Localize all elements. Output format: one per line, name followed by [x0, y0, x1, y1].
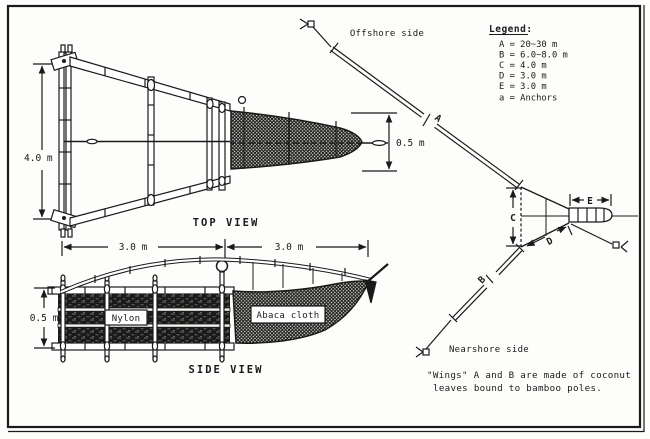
- float-circle: [215, 259, 229, 273]
- side-view-height-dimension: [34, 287, 55, 349]
- wings-note: "Wings" A and B are made of coconut leav…: [427, 370, 631, 394]
- d-dim-label: D: [545, 235, 555, 248]
- net-rings: [243, 107, 337, 169]
- side-view-rear-dim-label: 3.0 m: [275, 242, 304, 253]
- abaca-label: Abaca cloth: [257, 311, 320, 321]
- note-line-1: "Wings" A and B are made of coconut: [427, 370, 631, 381]
- note-line-2: leaves bound to bamboo poles.: [433, 383, 602, 394]
- net-hangers: [252, 262, 343, 290]
- wing-b-label: B: [476, 274, 488, 286]
- legend-item-a: A = 20~30 m: [499, 40, 557, 50]
- c-dim-label: C: [510, 213, 516, 224]
- side-view-height-dim-label: 0.5 m: [30, 313, 59, 324]
- center-axis: [64, 138, 230, 145]
- c-dimension: [506, 187, 522, 247]
- codend-tail: [230, 140, 388, 147]
- side-view-title: SIDE VIEW: [189, 364, 264, 376]
- legend-title: Legend:: [489, 24, 533, 35]
- nearshore-side-label: Nearshore side: [449, 345, 529, 355]
- side-view-length-dimensions: [61, 239, 369, 261]
- top-view-width-dim-label: 4.0 m: [24, 153, 53, 164]
- top-view-drawing: [33, 44, 397, 238]
- d-dimension: [526, 225, 573, 247]
- wing-a-label: A: [432, 113, 443, 125]
- plan-view-drawing: [299, 18, 638, 358]
- wing-a: [329, 42, 524, 191]
- figure-border: [6, 4, 645, 433]
- top-view-width-dimension: [33, 63, 55, 220]
- plan-codend: [568, 207, 613, 223]
- curved-ridge-pole: [60, 256, 372, 294]
- legend-item-c: C = 4.0 m: [499, 61, 547, 71]
- side-vertical-poles: [59, 271, 226, 363]
- e-dimension: [569, 194, 612, 206]
- tail-pole-tip: [366, 263, 389, 283]
- anchor-rear: [570, 223, 629, 253]
- top-view-title: TOP VIEW: [193, 217, 260, 229]
- side-view-drawing: [34, 239, 389, 363]
- legend-item-anchors: a = Anchors: [499, 94, 557, 104]
- legend-item-d: D = 3.0 m: [499, 72, 547, 82]
- legend-item-e: E = 3.0 m: [499, 82, 547, 92]
- top-view-codend-dimension: [351, 112, 397, 172]
- top-view-codend-dim-label: 0.5 m: [396, 138, 425, 149]
- e-dim-label: E: [587, 196, 593, 207]
- nylon-label: Nylon: [112, 314, 141, 324]
- wing-b: [425, 243, 525, 350]
- legend-item-b: B = 6.0~8.0 m: [499, 51, 568, 61]
- anchor-offshore: [299, 18, 332, 48]
- abaca-label-box: [250, 305, 326, 324]
- side-view-front-dim-label: 3.0 m: [119, 242, 148, 253]
- offshore-side-label: Offshore side: [350, 29, 424, 39]
- frame-pole-3: [206, 95, 247, 191]
- nylon-label-box: [104, 309, 148, 326]
- tail-tie: [364, 279, 377, 304]
- net-bag-top-view: [230, 110, 363, 170]
- legend: Legend: A = 20~30 m B = 6.0~8.0 m C = 4.…: [489, 24, 568, 104]
- anchor-nearshore: [415, 346, 430, 358]
